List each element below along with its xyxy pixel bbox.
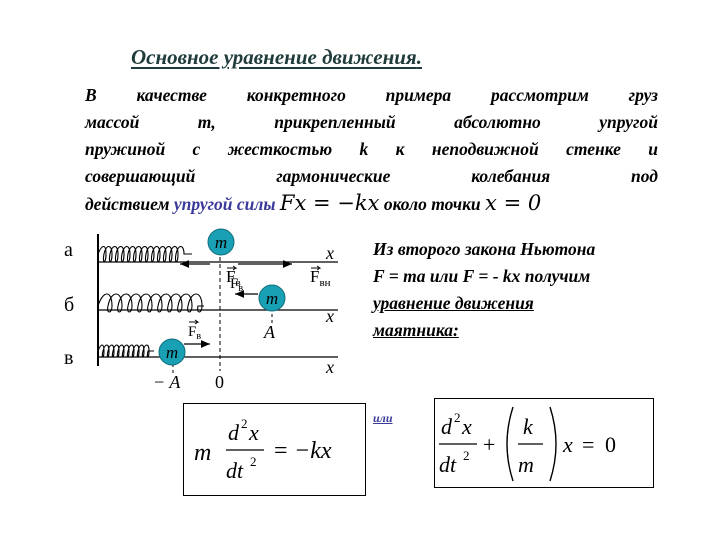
mass-a [207, 228, 235, 256]
elastic-force-symbol-b: F [230, 276, 238, 292]
force-formula: Fx = −kx [279, 191, 380, 215]
elastic-force-sub-v: в [196, 331, 201, 342]
intro-paragraph: В качестве конкретного примера рассмотри… [85, 82, 658, 217]
intro-line-5-mid: около точки [383, 194, 481, 214]
svg-text:dt: dt [226, 458, 244, 483]
svg-text:=: = [274, 438, 288, 464]
amplitude-pos-label: A [263, 322, 276, 342]
elastic-force-symbol-a: F [226, 267, 235, 286]
slide-title: Основное уравнение движения. [131, 45, 422, 70]
mass-a-label: m [215, 233, 227, 252]
elastic-force-label-b: Fв [230, 276, 243, 294]
mass-b [258, 284, 286, 312]
mass-b-label: m [266, 289, 278, 308]
equation-1: m d 2 x dt 2 = −kx [194, 416, 332, 483]
intro-line-4: совершающий гармонические колебания под [85, 166, 658, 186]
svg-text:x: x [248, 420, 259, 445]
svg-text:m: m [518, 452, 534, 477]
elastic-force-vec-v [189, 319, 200, 325]
row-label-b: б [64, 294, 74, 316]
intro-line-2: массой m, прикрепленный абсолютно упруго… [85, 112, 658, 132]
mass-v-label: m [166, 343, 178, 362]
zero-label: 0 [215, 372, 224, 392]
intro-line-5: действием упругой силы Fx = −kx около то… [85, 190, 658, 217]
equation-2: d 2 x dt 2 + k m x = 0 [439, 406, 616, 482]
svg-text:+: + [483, 432, 495, 457]
axis-x-a: x [325, 243, 334, 263]
svg-text:2: 2 [454, 410, 461, 425]
elastic-force-vec-a [227, 265, 238, 271]
newton-line-3: уравнение движения [373, 293, 534, 313]
elastic-force-symbol-v: F [188, 324, 196, 340]
elastic-force-term: упругой силы [173, 194, 276, 214]
spring-v [97, 344, 154, 358]
external-force-sub: вн [319, 277, 330, 289]
elastic-force-sub-a: в [235, 277, 240, 289]
mass-v [158, 338, 186, 366]
external-force-symbol: F [310, 267, 319, 286]
svg-text:0: 0 [605, 432, 616, 457]
equation-box-2: d 2 x dt 2 + k m x = 0 [434, 398, 654, 488]
svg-text:=: = [582, 432, 594, 457]
svg-text:d: d [441, 414, 453, 439]
svg-text:d: d [228, 420, 240, 445]
amplitude-neg-label: − A [153, 372, 181, 392]
title-text: Основное уравнение движения [131, 45, 417, 69]
external-force-vec [311, 265, 322, 271]
svg-text:−kx: −kx [294, 438, 332, 464]
equation-box-1: m d 2 x dt 2 = −kx [183, 403, 366, 496]
intro-line-1: В качестве конкретного примера рассмотри… [85, 85, 658, 105]
svg-text:m: m [194, 440, 211, 466]
row-label-a: а [64, 239, 73, 261]
equilibrium-formula: x = 0 [485, 191, 542, 215]
spring-a [97, 245, 192, 263]
axis-x-v: x [325, 357, 334, 377]
svg-text:x: x [562, 432, 573, 457]
axis-x-b: x [325, 306, 334, 326]
external-force-label: Fвн [310, 267, 331, 289]
pendulum-diagram: m m m а б в x x x Fв Fвн Fв Fв [64, 228, 338, 392]
svg-text:2: 2 [463, 448, 470, 463]
svg-text:2: 2 [241, 416, 248, 431]
intro-line-5-pre: действием [85, 194, 170, 214]
svg-text:x: x [461, 414, 472, 439]
or-label: или [373, 411, 393, 425]
title-dot: . [416, 45, 422, 69]
elastic-force-label-a: Fв [226, 267, 241, 289]
elastic-force-label-v: Fв [188, 324, 201, 342]
newton-line-4: маятника: [373, 320, 459, 340]
newton-line-2: F = ma или F = - kx получим [373, 266, 591, 286]
svg-text:2: 2 [250, 454, 257, 469]
newton-text: Из второго закона Ньютона F = ma или F =… [373, 236, 663, 344]
newton-line-1: Из второго закона Ньютона [373, 239, 596, 259]
row-label-v: в [64, 347, 73, 369]
intro-line-3: пружиной с жесткостью k к неподвижной ст… [85, 139, 658, 159]
spring-b [97, 293, 204, 313]
svg-text:dt: dt [439, 452, 457, 477]
svg-text:k: k [523, 414, 534, 439]
elastic-force-sub-b: в [238, 283, 243, 294]
